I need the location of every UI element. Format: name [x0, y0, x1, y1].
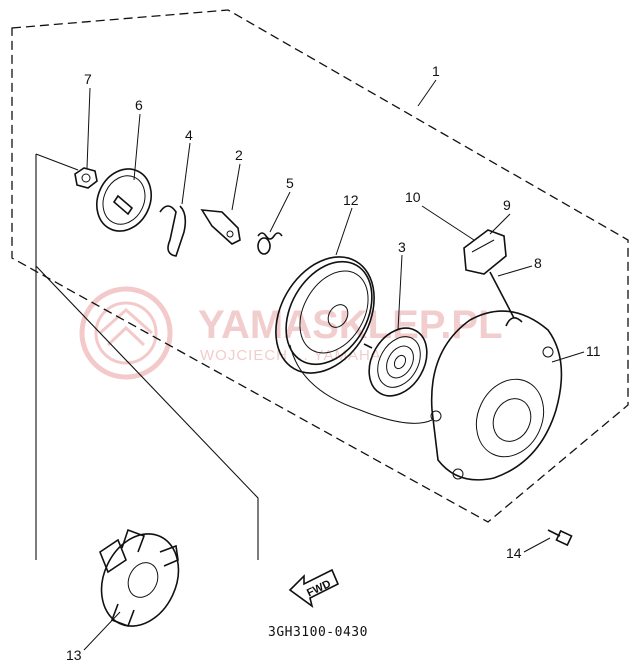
reference-box-lines: [35, 153, 259, 560]
part-7-nut: [74, 167, 98, 189]
callout-13: 13: [66, 647, 82, 663]
part-4-spring-clip: [159, 205, 187, 257]
callout-8: 8: [534, 255, 542, 271]
callout-6: 6: [135, 97, 143, 113]
callouts: 1 2 3 4 5 6 7 8 9 10 11 12 13 14: [66, 63, 601, 663]
callout-5: 5: [286, 175, 294, 191]
part-6-drive-plate: [96, 168, 152, 232]
callout-4: 4: [185, 127, 193, 143]
callout-9: 9: [503, 197, 511, 213]
part-11-starter-case: [430, 310, 563, 481]
callout-11: 11: [586, 343, 601, 359]
part-9-starter-handle: [463, 229, 507, 275]
callout-1: 1: [432, 63, 440, 79]
callout-2: 2: [235, 147, 243, 163]
starter-rope: [289, 344, 433, 424]
leader-lines: [83, 79, 585, 651]
callout-12: 12: [343, 192, 359, 208]
part-12-sheave-drum: [275, 256, 375, 374]
part-8-rope: [489, 271, 515, 319]
part-13-pulley-hub: [99, 528, 180, 628]
assembly-boundary: [11, 9, 629, 523]
part-5-spring: [257, 232, 283, 255]
watermark-tagline: WOJCIECH ... YAMAHA: [200, 347, 382, 364]
part-2-pawl: [200, 209, 241, 245]
callout-3: 3: [398, 239, 406, 255]
callout-10: 10: [405, 189, 421, 205]
drawing-code: 3GH3100-0430: [268, 625, 368, 640]
part-3-spiral-spring: [363, 327, 428, 397]
callout-14: 14: [506, 545, 522, 561]
callout-7: 7: [84, 71, 92, 87]
forward-direction-arrow: FWD: [288, 568, 340, 608]
part-14-bolt: [547, 529, 573, 547]
watermark-logo: [79, 286, 173, 380]
